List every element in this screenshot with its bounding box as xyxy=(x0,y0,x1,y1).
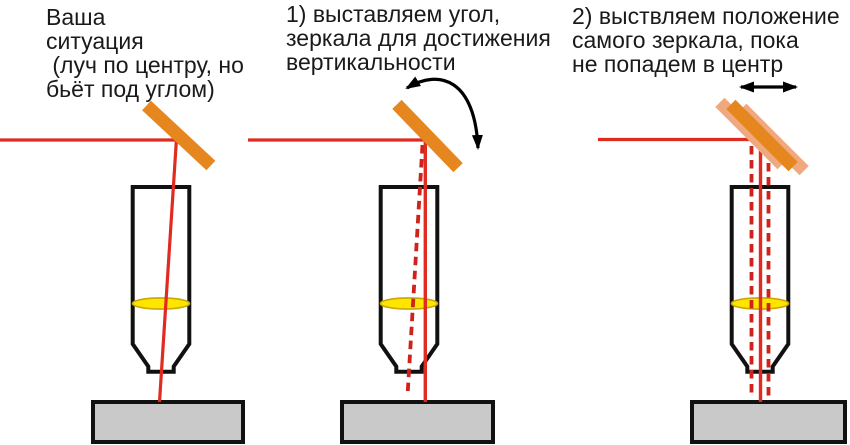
objective-body xyxy=(130,185,192,374)
objective-lens xyxy=(131,297,191,310)
objective-lens xyxy=(379,297,439,310)
caption-line: вертикальности xyxy=(286,49,456,75)
caption-line: (луч по центру, но xyxy=(46,52,244,78)
caption-line: ситуация xyxy=(46,28,144,54)
panel-step1-angle xyxy=(248,76,495,444)
caption-line: 1) выставляем угол, xyxy=(286,1,501,27)
caption-line: не попадем в центр xyxy=(572,51,784,77)
objective-body xyxy=(378,185,440,374)
laser-beam-tilted xyxy=(157,138,179,403)
mirror xyxy=(726,99,798,172)
panel-step2-position xyxy=(598,81,847,444)
panel-your-situation xyxy=(0,100,245,444)
caption-your-situation: Ваша ситуация (луч по центру, но бьёт по… xyxy=(46,5,244,101)
mirror xyxy=(142,100,216,171)
sample-stage xyxy=(690,400,847,444)
sample-stage xyxy=(91,400,245,444)
caption-line: самого зеркала, пока xyxy=(572,27,799,53)
mirror xyxy=(392,99,463,173)
caption-line: Ваша xyxy=(46,4,106,30)
caption-line: зеркала для достижения xyxy=(286,25,551,51)
caption-line: бьёт под углом) xyxy=(46,76,215,102)
sample-stage xyxy=(340,400,495,444)
caption-line: 2) выствляем положение xyxy=(572,3,840,29)
caption-step2-position: 2) выствляем положение самого зеркала, п… xyxy=(572,4,840,76)
rotation-arrow-icon xyxy=(405,76,483,150)
caption-step1-angle: 1) выставляем угол, зеркала для достижен… xyxy=(286,2,551,74)
